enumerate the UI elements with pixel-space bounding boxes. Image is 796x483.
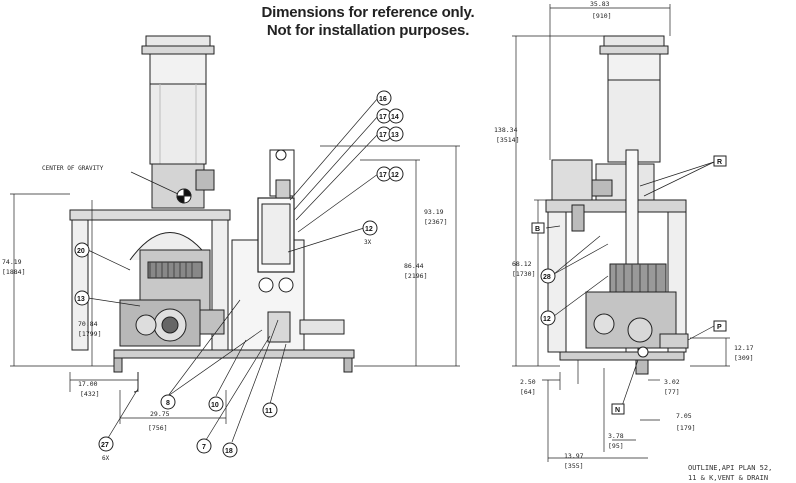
right-b4-mm: [95] [608,442,624,450]
bubble-13b [74,290,90,306]
bubble-28 [540,268,556,284]
right-top-in: 35.83 [590,0,610,8]
right-b2-in: 3.02 [664,378,680,386]
left-width-in: 29.75 [150,410,170,418]
bubble-12c-label: 12 [543,316,551,323]
left-right-in: 93.19 [424,208,444,216]
left-base-in: 17.00 [78,380,98,388]
right-view-leader-lines [545,161,715,407]
tag-n [611,403,625,415]
bubble-11-label: 11 [265,408,273,415]
bubble-13b-label: 13 [77,296,85,303]
bubble-12c [540,310,556,326]
bubble-28-label: 28 [543,274,551,281]
bubble-12b [362,220,378,236]
left-view-dimension-lines [10,145,460,424]
bubble-8-label: 8 [166,400,170,407]
right-b1-mm: [64] [520,388,536,396]
bubble-16 [376,90,392,106]
tag-p [713,320,727,332]
bubble-10-label: 10 [211,402,219,409]
bubble-11 [262,402,278,418]
left-base-mm: [432] [80,390,100,398]
title-line-1: OUTLINE,API PLAN 52, [688,464,772,472]
tag-p-label: P [717,324,722,331]
tag-r [713,155,727,167]
qty-3x-label: 3X [364,239,372,246]
bubble-8 [160,394,176,410]
left-view-equipment [69,35,355,393]
right-b3-mm: [179] [676,424,696,432]
left-height-in: 74.19 [2,258,22,266]
bubble-20 [74,242,90,258]
qty-6x-label: 6X [102,455,110,462]
right-height-in: 138.34 [494,126,518,134]
bubble-18 [222,442,238,458]
title-line-2: 11 & K,VENT & DRAIN [688,474,768,482]
bubble-14 [388,108,404,124]
left-right2-in: 86.44 [404,262,424,270]
left-right2-mm: [2196] [404,272,427,280]
bubble-17c-label: 17 [379,172,387,179]
tag-n-label: N [615,407,620,414]
left-right-mm: [2367] [424,218,447,226]
right-mid-mm: [1730] [512,270,535,278]
header-line-2: Not for installation purposes. [266,22,470,39]
bubble-17b-label: 17 [379,132,387,139]
left-mid-mm: [1799] [78,330,101,338]
tag-b [531,222,545,234]
tag-b-label: B [535,226,540,233]
left-mid-in: 70.84 [78,320,98,328]
tag-r-label: R [717,159,722,166]
left-height-mm: [1884] [2,268,25,276]
right-b5-mm: [355] [564,462,584,470]
bubble-10 [208,396,224,412]
bubble-7 [196,438,212,454]
right-view-dimension-lines [512,4,730,462]
bubble-27-label: 27 [101,442,109,449]
right-b5-in: 13.97 [564,452,584,460]
bubble-20-label: 20 [77,248,85,255]
right-low-in: 12.17 [734,344,754,352]
center-of-gravity-label: CENTER OF GRAVITY [42,165,104,172]
bubble-14-label: 14 [391,114,399,121]
bubble-18-label: 18 [225,448,233,455]
right-view-equipment [545,35,689,375]
bubble-13a [388,126,404,142]
right-mid-in: 68.12 [512,260,532,268]
right-top-mm: [910] [592,12,612,20]
bubble-27 [98,436,114,452]
left-width-mm: [756] [148,424,168,432]
right-low-mm: [309] [734,354,754,362]
right-b3-in: 7.05 [676,412,692,420]
header-line-1: Dimensions for reference only. [261,4,475,21]
right-b1-in: 2.50 [520,378,536,386]
right-height-mm: [3514] [496,136,519,144]
right-b4-in: 3.78 [608,432,624,440]
bubble-7-label: 7 [202,444,206,451]
bubble-12a [388,166,404,182]
bubble-17a-label: 17 [379,114,387,121]
bubble-16-label: 16 [379,96,387,103]
right-b2-mm: [77] [664,388,680,396]
bubble-13a-label: 13 [391,132,399,139]
bubble-12b-label: 12 [365,226,373,233]
left-view-leader-lines [87,97,379,443]
bubble-12a-label: 12 [391,172,399,179]
